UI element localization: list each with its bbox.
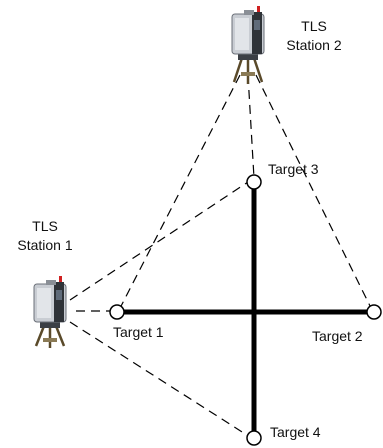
target-4-marker [246, 430, 262, 446]
scanner-station-1-icon [33, 276, 67, 348]
sight-line-s1-target4 [69, 321, 251, 438]
target-2-marker [366, 304, 382, 320]
scanner-station-2-icon [231, 6, 265, 84]
target-markers [109, 174, 382, 446]
station-1-label-line2: Station 1 [17, 237, 72, 253]
target-4-label: Target 4 [270, 424, 321, 440]
baselines [122, 188, 368, 432]
station-1-label-line1: TLS [32, 218, 58, 234]
sight-lines-station-1 [69, 181, 251, 438]
sight-line-s2-target1 [117, 74, 241, 313]
target-2-label: Target 2 [312, 328, 363, 344]
target-3-marker [246, 174, 262, 190]
station-2-label-line2: Station 2 [286, 37, 341, 53]
target-1-marker [109, 304, 125, 320]
sight-lines-station-2 [117, 74, 373, 313]
station-2-label-line1: TLS [301, 18, 327, 34]
target-1-label: Target 1 [113, 324, 164, 340]
sight-line-s2-target3 [247, 74, 255, 179]
sight-line-s1-target3 [69, 181, 249, 301]
target-3-label: Target 3 [268, 161, 319, 177]
sight-line-s2-target2 [255, 74, 373, 311]
